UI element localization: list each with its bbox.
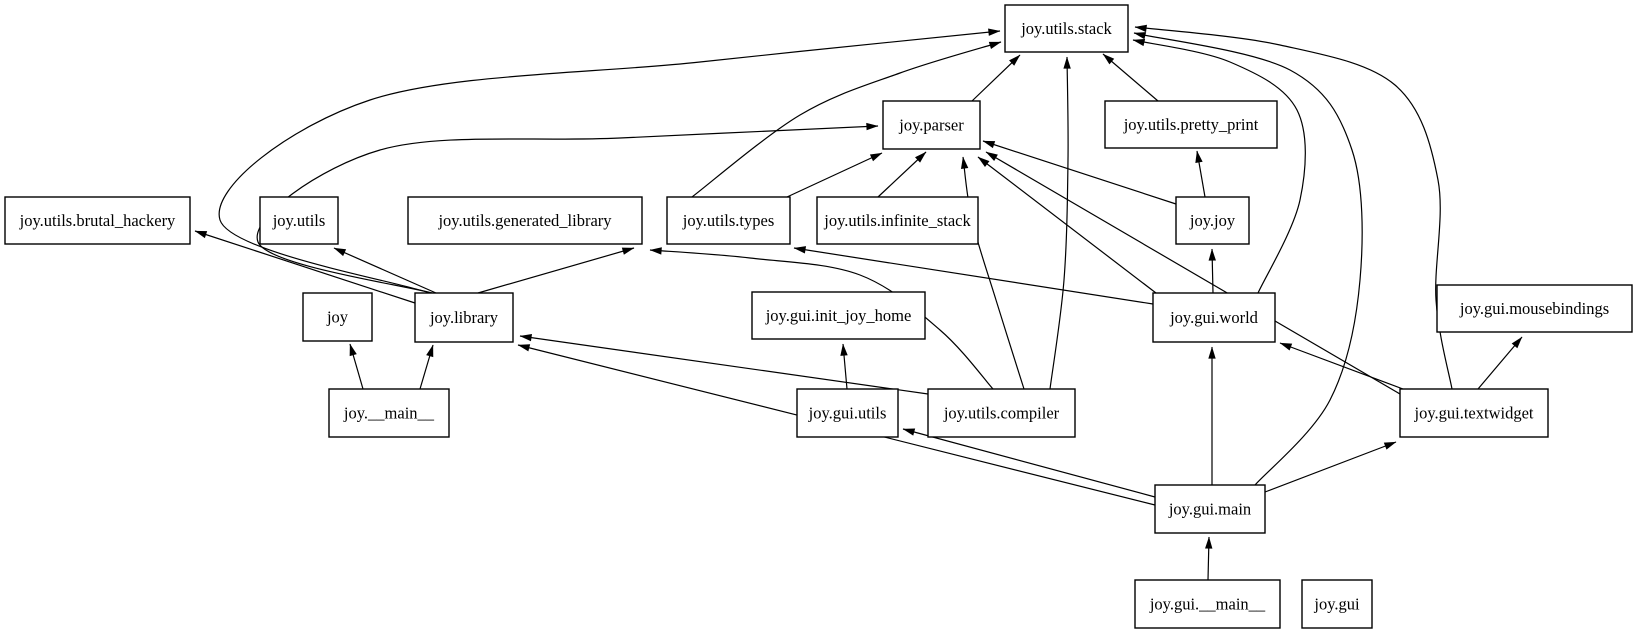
edge-joy_main-to-joy	[349, 343, 364, 390]
node-label-infinite_stack: joy.utils.infinite_stack	[823, 211, 971, 230]
node-pretty_print: joy.utils.pretty_print	[1104, 100, 1278, 149]
node-label-joy_main: joy.__main__	[343, 404, 435, 423]
node-box-world	[1152, 292, 1276, 343]
edge-joy_joy-to-pretty_print	[1195, 150, 1206, 198]
edge-library-to-stack	[218, 28, 1001, 294]
edge-pretty_print-to-stack	[1102, 53, 1159, 102]
node-init_joy_home: joy.gui.init_joy_home	[751, 291, 926, 340]
node-label-gui_main_mod: joy.gui.__main__	[1149, 595, 1266, 614]
node-gui_main_mod: joy.gui.__main__	[1134, 579, 1281, 629]
edge-compiler-to-stack	[1049, 56, 1071, 390]
node-label-textwidget: joy.gui.textwidget	[1414, 404, 1534, 423]
edge-joy_joy-to-parser	[982, 140, 1177, 205]
edge-gui_main-to-stack	[1133, 32, 1363, 486]
node-box-brutal_hackery	[4, 196, 191, 245]
edge-parser-to-stack	[971, 54, 1021, 102]
edge-gui_main-to-gui_utils	[902, 428, 1156, 498]
node-mousebindings: joy.gui.mousebindings	[1436, 284, 1633, 333]
node-label-joy_joy: joy.joy	[1189, 211, 1236, 230]
edge-world-to-parser	[977, 156, 1157, 294]
node-joy_joy: joy.joy	[1175, 196, 1250, 245]
node-box-gui_utils	[796, 388, 899, 438]
node-label-init_joy_home: joy.gui.init_joy_home	[765, 306, 912, 325]
edge-gui_utils-to-init_joy_home	[840, 343, 848, 390]
edge-textwidget-to-stack	[1134, 24, 1453, 390]
edge-types-to-parser	[786, 152, 883, 198]
edge-joy_main-to-library	[419, 344, 434, 390]
edge-infinite_stack-to-parser	[877, 151, 927, 198]
node-box-infinite_stack	[816, 196, 979, 245]
edge-world-to-types	[793, 246, 1154, 305]
node-box-gui_main_mod	[1134, 579, 1281, 629]
node-label-types: joy.utils.types	[682, 211, 775, 230]
edge-library-to-utils	[333, 247, 437, 294]
node-box-joy_joy	[1175, 196, 1250, 245]
node-parser: joy.parser	[882, 100, 981, 150]
node-joy: joy	[302, 292, 373, 342]
node-box-joy	[302, 292, 373, 342]
edge-library-to-parser	[256, 122, 879, 295]
node-label-gui: joy.gui	[1313, 595, 1360, 614]
node-box-gui	[1301, 579, 1373, 629]
node-label-gui_utils: joy.gui.utils	[808, 404, 887, 423]
edge-compiler-to-generated_library	[649, 247, 994, 390]
edge-world-to-stack	[1132, 38, 1306, 294]
node-label-brutal_hackery: joy.utils.brutal_hackery	[19, 211, 176, 230]
node-label-gui_main: joy.gui.main	[1168, 500, 1251, 519]
node-gui_utils: joy.gui.utils	[796, 388, 899, 438]
edge-gui_main-to-textwidget	[1264, 441, 1397, 493]
node-box-gui_main	[1154, 484, 1266, 534]
node-box-utils	[259, 196, 339, 245]
node-box-init_joy_home	[751, 291, 926, 340]
nodes-layer: joy.utils.stack joy.parser joy.utils.prett…	[4, 4, 1633, 629]
node-compiler: joy.utils.compiler	[927, 388, 1076, 438]
node-types: joy.utils.types	[666, 196, 791, 245]
node-generated_library: joy.utils.generated_library	[407, 196, 643, 245]
node-box-textwidget	[1399, 388, 1549, 438]
edge-textwidget-to-mousebindings	[1477, 336, 1523, 390]
node-box-mousebindings	[1436, 284, 1633, 333]
edge-gui_main_mod-to-gui_main	[1205, 536, 1213, 581]
edge-types-to-stack	[691, 41, 1002, 198]
node-box-compiler	[927, 388, 1076, 438]
node-brutal_hackery: joy.utils.brutal_hackery	[4, 196, 191, 245]
node-box-generated_library	[407, 196, 643, 245]
node-library: joy.library	[414, 292, 514, 343]
node-box-types	[666, 196, 791, 245]
node-label-joy: joy	[326, 308, 349, 327]
node-joy_main: joy.__main__	[328, 388, 450, 438]
node-box-stack	[1004, 4, 1129, 53]
edge-textwidget-to-world	[1279, 342, 1404, 390]
node-box-parser	[882, 100, 981, 150]
node-label-world: joy.gui.world	[1169, 308, 1259, 327]
edge-library-to-generated_library	[477, 247, 635, 294]
node-infinite_stack: joy.utils.infinite_stack	[816, 196, 979, 245]
node-label-utils: joy.utils	[272, 211, 326, 230]
edge-world-to-joy_joy	[1208, 248, 1216, 294]
node-label-compiler: joy.utils.compiler	[943, 404, 1060, 423]
node-utils: joy.utils	[259, 196, 339, 245]
node-box-joy_main	[328, 388, 450, 438]
node-label-stack: joy.utils.stack	[1020, 19, 1112, 38]
edge-compiler-to-library	[519, 333, 929, 395]
edge-textwidget-to-parser	[985, 151, 1401, 395]
edge-library-to-brutal_hackery	[194, 230, 416, 304]
node-label-library: joy.library	[429, 308, 499, 327]
node-gui_main: joy.gui.main	[1154, 484, 1266, 534]
node-label-generated_library: joy.utils.generated_library	[437, 211, 612, 230]
node-gui: joy.gui	[1301, 579, 1373, 629]
edges-layer	[194, 24, 1523, 581]
node-label-parser: joy.parser	[898, 116, 964, 135]
node-label-pretty_print: joy.utils.pretty_print	[1123, 115, 1259, 134]
node-textwidget: joy.gui.textwidget	[1399, 388, 1549, 438]
edge-compiler-to-parser	[960, 156, 1025, 390]
node-box-pretty_print	[1104, 100, 1278, 149]
node-box-library	[414, 292, 514, 343]
node-label-mousebindings: joy.gui.mousebindings	[1459, 299, 1609, 318]
node-world: joy.gui.world	[1152, 292, 1276, 343]
node-stack: joy.utils.stack	[1004, 4, 1129, 53]
